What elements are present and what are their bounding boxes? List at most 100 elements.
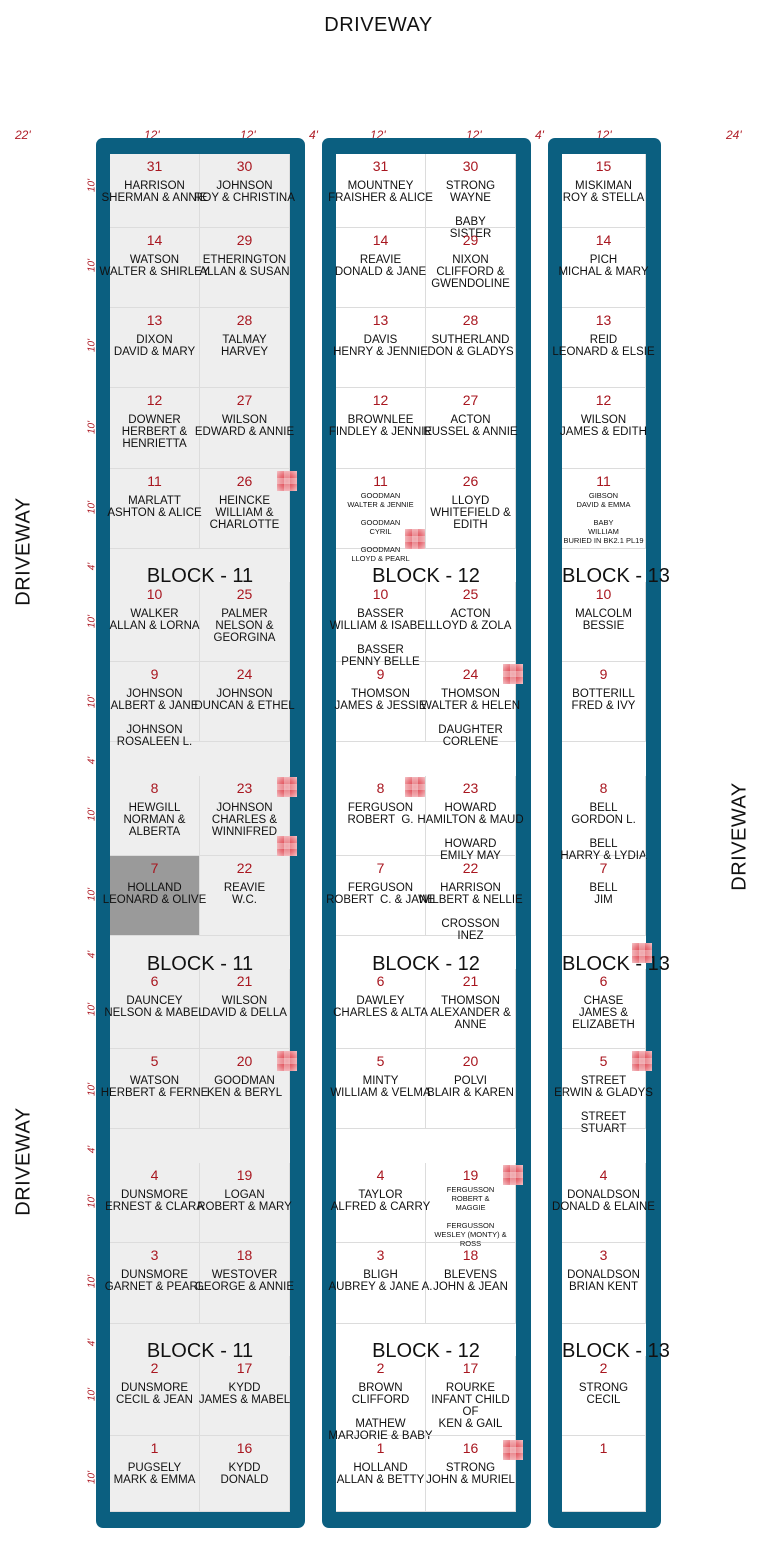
plot-number: 8 <box>376 780 385 796</box>
marker-icon <box>632 1051 652 1071</box>
plot-number: 14 <box>146 232 163 248</box>
plot-names: MINTY WILLIAM & VELMA <box>330 1075 431 1099</box>
plot-number: 24 <box>462 666 479 682</box>
plot-number: 7 <box>150 860 159 876</box>
plot-names: JOHNSON DUNCAN & ETHEL <box>194 688 295 712</box>
plot-names: TAYLOR ALFRED & CARRY <box>330 1189 431 1213</box>
plot-number: 17 <box>462 1360 479 1376</box>
plot-number: 22 <box>236 860 253 876</box>
plot-number: 1 <box>599 1440 608 1456</box>
plot-names: BOTTERILL FRED & IVY <box>571 688 636 712</box>
plot-number: 5 <box>599 1053 608 1069</box>
plot-names: DAWLEY CHARLES & ALTA <box>333 995 428 1019</box>
plot-names: KYDD JAMES & MABEL <box>198 1382 291 1406</box>
plot-names: WILSON JAMES & EDITH <box>560 414 647 438</box>
plot-number: 22 <box>462 860 479 876</box>
plot-number: 16 <box>236 1440 253 1456</box>
plot-names: MISKIMAN ROY & STELLA <box>562 180 645 204</box>
plot-names: POLVI BLAIR & KAREN <box>427 1075 514 1099</box>
driveway-left-upper-label: DRIVEWAY <box>12 497 35 606</box>
plot-names: MOUNTNEY FRAISHER & ALICE <box>328 180 433 204</box>
plot-number: 6 <box>150 973 159 989</box>
plot-number: 28 <box>462 312 479 328</box>
plot-number: 10 <box>372 586 389 602</box>
plot-number: 18 <box>236 1247 253 1263</box>
marker-icon <box>277 1051 297 1071</box>
plot-names: THOMSON ALEXANDER & ANNE <box>430 995 511 1031</box>
plot-number: 8 <box>150 780 159 796</box>
marker-icon <box>632 943 652 963</box>
plot-number: 29 <box>236 232 253 248</box>
plot-number: 6 <box>376 973 385 989</box>
plot-number: 23 <box>236 780 253 796</box>
plot-names: MARLATT ASHTON & ALICE <box>107 495 202 519</box>
plot-number: 13 <box>595 312 612 328</box>
plot-names: ETHERINGTON ALLAN & SUSAN <box>199 254 290 278</box>
plot-number: 13 <box>146 312 163 328</box>
marker-icon <box>503 1440 523 1460</box>
plot-names: HARRISON WILBERT & NELLIE CROSSON INEZ <box>418 882 523 942</box>
plot-number: 28 <box>236 312 253 328</box>
plot-number: 11 <box>596 473 611 489</box>
b13-label-3: BLOCK - 13 <box>562 1340 670 1362</box>
plot-names: LOGAN ROBERT & MARY <box>197 1189 292 1213</box>
plot-number: 14 <box>372 232 389 248</box>
plot-names: FERGUSON ROBERT C. & JANE <box>326 882 435 906</box>
plot-names: WILSON EDWARD & ANNIE <box>194 414 295 438</box>
plot-names: DIXON DAVID & MARY <box>113 334 196 358</box>
plot-number: 26 <box>462 473 479 489</box>
plot-names: GOODMAN WALTER & JENNIE GOODMAN CYRIL GO… <box>347 491 414 563</box>
plot-number: 4 <box>150 1167 159 1183</box>
plot-names: DAVIS HENRY & JENNIE <box>333 334 428 358</box>
dim-left-edge: 22' <box>15 128 31 142</box>
plot-number: 14 <box>595 232 612 248</box>
plot-number: 11 <box>147 473 162 489</box>
plot-number: 26 <box>236 473 253 489</box>
plot-names: GOODMAN KEN & BERYL <box>206 1075 283 1099</box>
dim-right-edge: 24' <box>726 128 742 142</box>
plot-names: PALMER NELSON & GEORGINA <box>213 608 276 644</box>
plot-names: WALKER ALLAN & LORNA <box>109 608 200 632</box>
plot-number: 21 <box>462 973 479 989</box>
plot-names: GIBSON DAVID & EMMA BABY WILLIAM BURIED … <box>563 491 644 545</box>
plot-names: REID LEONARD & ELSIE <box>552 334 655 358</box>
plot-number: 7 <box>376 860 385 876</box>
plot-names: JOHNSON CHARLES & WINNIFRED <box>211 802 278 838</box>
plot-number: 25 <box>236 586 253 602</box>
plot-names: DUNSMORE ERNEST & CLARA <box>105 1189 204 1213</box>
b11-label-3: BLOCK - 11 <box>146 1340 254 1362</box>
b13-c1-plot-1: 1 <box>562 1436 646 1512</box>
dim-gap1: 4' <box>309 128 318 142</box>
